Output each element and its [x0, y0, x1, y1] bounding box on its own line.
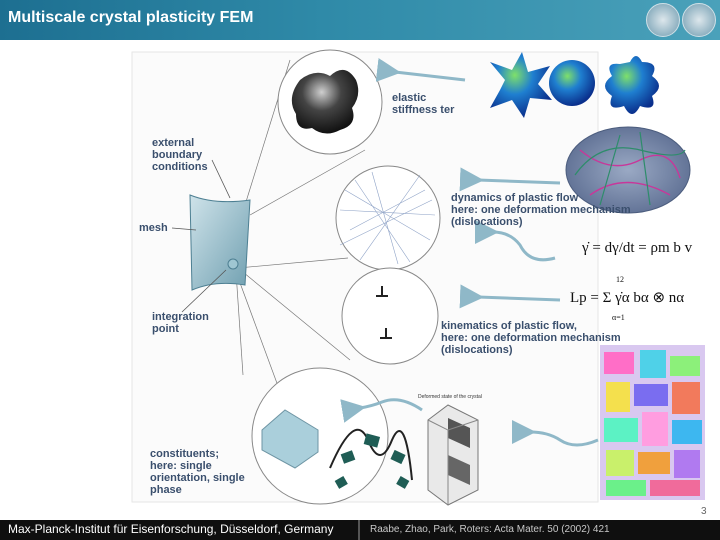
label-external-boundary: external boundary conditions [152, 137, 208, 173]
footer-separator [358, 520, 360, 540]
dislocation-micrograph [565, 126, 691, 214]
footer-bar: Max-Planck-Institut für Eisenforschung, … [0, 520, 720, 540]
potential-curve [329, 428, 413, 481]
arrow-dynamics [459, 167, 561, 192]
integration-point-marker [227, 258, 239, 270]
star-shape-left [490, 52, 552, 118]
equation-sum-bottom: α=1 [612, 313, 625, 322]
institute-logo-right [682, 3, 716, 37]
flow-arrows [340, 58, 599, 447]
grain-microstructure [600, 345, 705, 500]
circle-dislocations [335, 165, 441, 271]
elastic-stiffness-shape [291, 69, 359, 134]
arrow-kinematics [459, 284, 561, 309]
deformation-inset [427, 404, 479, 506]
dislocation-network [339, 171, 436, 265]
dislocation-symbols [376, 286, 392, 339]
arrow-microstructure [511, 419, 599, 447]
institute-name: Max-Planck-Institut für Eisenforschung, … [8, 522, 334, 536]
orientation-shapes [490, 52, 659, 118]
equation-sum-top: 12 [616, 275, 624, 284]
label-kinematics: kinematics of plastic flow, here: one de… [441, 320, 621, 356]
label-constituents: constituents; here: single orientation, … [150, 448, 245, 496]
label-dynamics: dynamics of plastic flow here: one defor… [451, 192, 631, 228]
label-pointers [171, 159, 231, 313]
circle-dislocation-symbols [341, 267, 439, 365]
crystal-cubes [334, 433, 410, 489]
grain-crystal [261, 409, 319, 469]
citation: Raabe, Zhao, Park, Roters: Acta Mater. 5… [370, 524, 610, 535]
arrow-constituents [340, 398, 423, 423]
label-elastic-stiffness: elastic stiffness ter [392, 92, 455, 116]
equation-shear-rate: γ̇ = dγ/dt = ρm b v [581, 240, 693, 256]
label-integration-point: integration point [152, 311, 209, 335]
star-shape-right [605, 56, 659, 114]
arrow-elastic [375, 58, 466, 82]
sphere-shape [549, 60, 595, 106]
title-bar: Multiscale crystal plasticity FEM [0, 0, 720, 40]
micrograph-lines [579, 149, 681, 196]
label-mesh: mesh [139, 222, 168, 234]
institute-logo-left [646, 3, 680, 37]
page-number: 3 [701, 506, 707, 517]
equation-plastic-velocity-gradient: Lp = Σ γ̇α bα ⊗ nα [570, 290, 684, 306]
arrow-equation [474, 219, 556, 262]
slide-title: Multiscale crystal plasticity FEM [8, 9, 254, 26]
inset-caption: Deformed state of the crystal [418, 394, 482, 400]
